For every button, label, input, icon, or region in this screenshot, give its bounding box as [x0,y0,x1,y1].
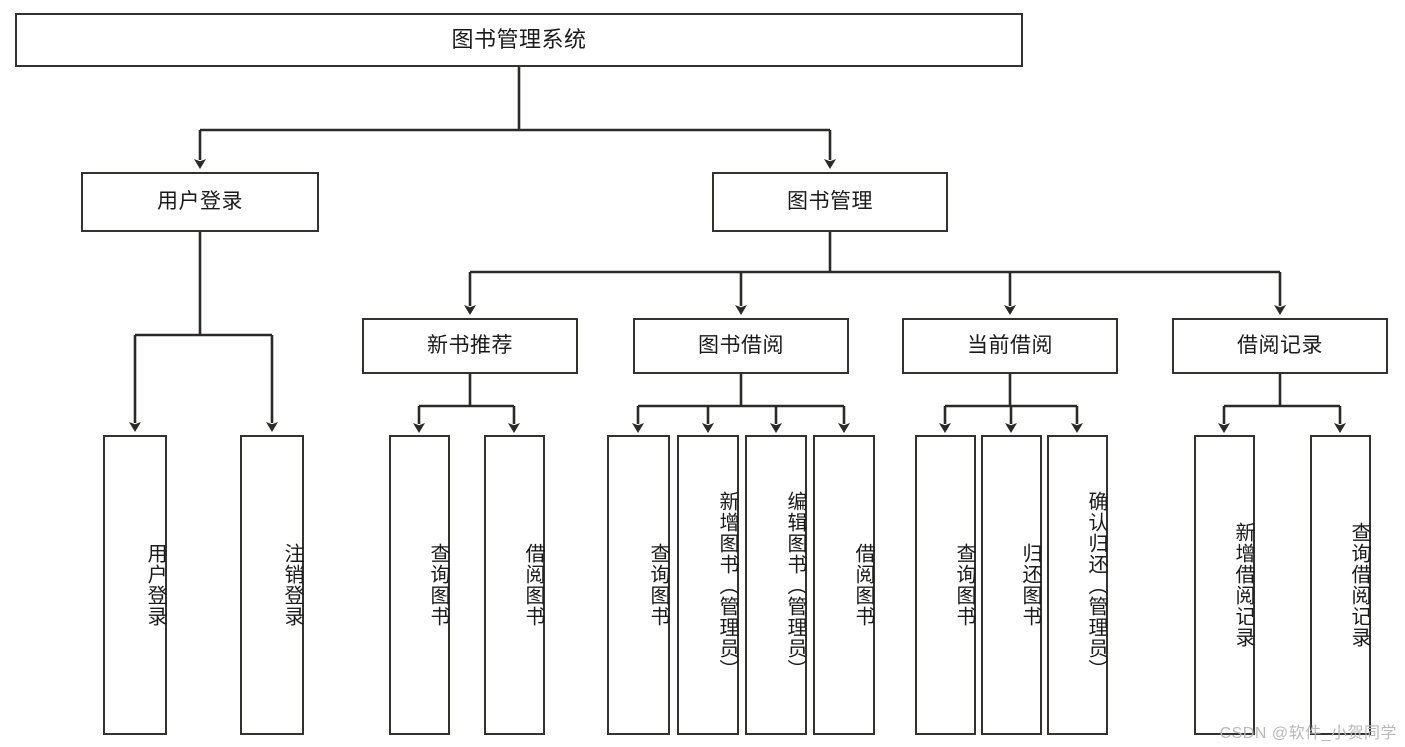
leaf-logout[interactable]: 注销登录 [240,435,304,735]
node-new-book-recommend-label: 新书推荐 [427,334,513,358]
node-borrow-record-label: 借阅记录 [1237,334,1323,358]
leaf-borrow-book-label: 借阅图书 [852,543,874,627]
node-book-borrow-label: 图书借阅 [698,334,784,358]
leaf-edit-book-label: 编辑图书（管理员） [784,490,806,680]
leaf-confirm-return[interactable]: 确认归还（管理员） [1047,435,1108,735]
leaf-add-borrow-record-label: 新增借阅记录 [1232,522,1254,648]
leaf-borrow-book-recommend[interactable]: 借阅图书 [484,435,545,735]
node-new-book-recommend[interactable]: 新书推荐 [362,318,578,374]
node-current-borrow[interactable]: 当前借阅 [902,318,1118,374]
leaf-query-book-current-label: 查询图书 [953,543,975,627]
leaf-user-login[interactable]: 用户登录 [103,435,167,735]
leaf-query-book-recommend[interactable]: 查询图书 [389,435,450,735]
leaf-query-book-recommend-label: 查询图书 [427,543,449,627]
leaf-add-book[interactable]: 新增图书（管理员） [677,435,739,735]
node-root-label: 图书管理系统 [451,26,587,52]
node-root[interactable]: 图书管理系统 [15,13,1023,67]
watermark-text: CSDN @软件_小贺同学 [1219,725,1397,742]
node-current-borrow-label: 当前借阅 [967,334,1053,358]
leaf-confirm-return-label: 确认归还（管理员） [1085,490,1107,680]
leaf-query-book-borrow-label: 查询图书 [647,543,669,627]
leaf-edit-book[interactable]: 编辑图书（管理员） [745,435,807,735]
leaf-query-book-current[interactable]: 查询图书 [915,435,976,735]
node-borrow-record[interactable]: 借阅记录 [1172,318,1388,374]
leaf-return-book-label: 归还图书 [1019,543,1041,627]
leaf-add-borrow-record[interactable]: 新增借阅记录 [1194,435,1255,735]
leaf-return-book[interactable]: 归还图书 [981,435,1042,735]
leaf-query-borrow-record-label: 查询借阅记录 [1348,522,1370,648]
leaf-query-book-borrow[interactable]: 查询图书 [607,435,670,735]
node-book-manage[interactable]: 图书管理 [712,172,948,232]
node-user-login-label: 用户登录 [157,190,243,214]
leaf-borrow-book[interactable]: 借阅图书 [813,435,875,735]
leaf-query-borrow-record[interactable]: 查询借阅记录 [1310,435,1371,735]
node-user-login[interactable]: 用户登录 [81,172,319,232]
leaf-user-login-label: 用户登录 [144,543,166,627]
leaf-logout-label: 注销登录 [281,543,303,627]
node-book-borrow[interactable]: 图书借阅 [633,318,849,374]
node-book-manage-label: 图书管理 [787,190,873,214]
leaf-add-book-label: 新增图书（管理员） [716,490,738,680]
leaf-borrow-book-recommend-label: 借阅图书 [522,543,544,627]
